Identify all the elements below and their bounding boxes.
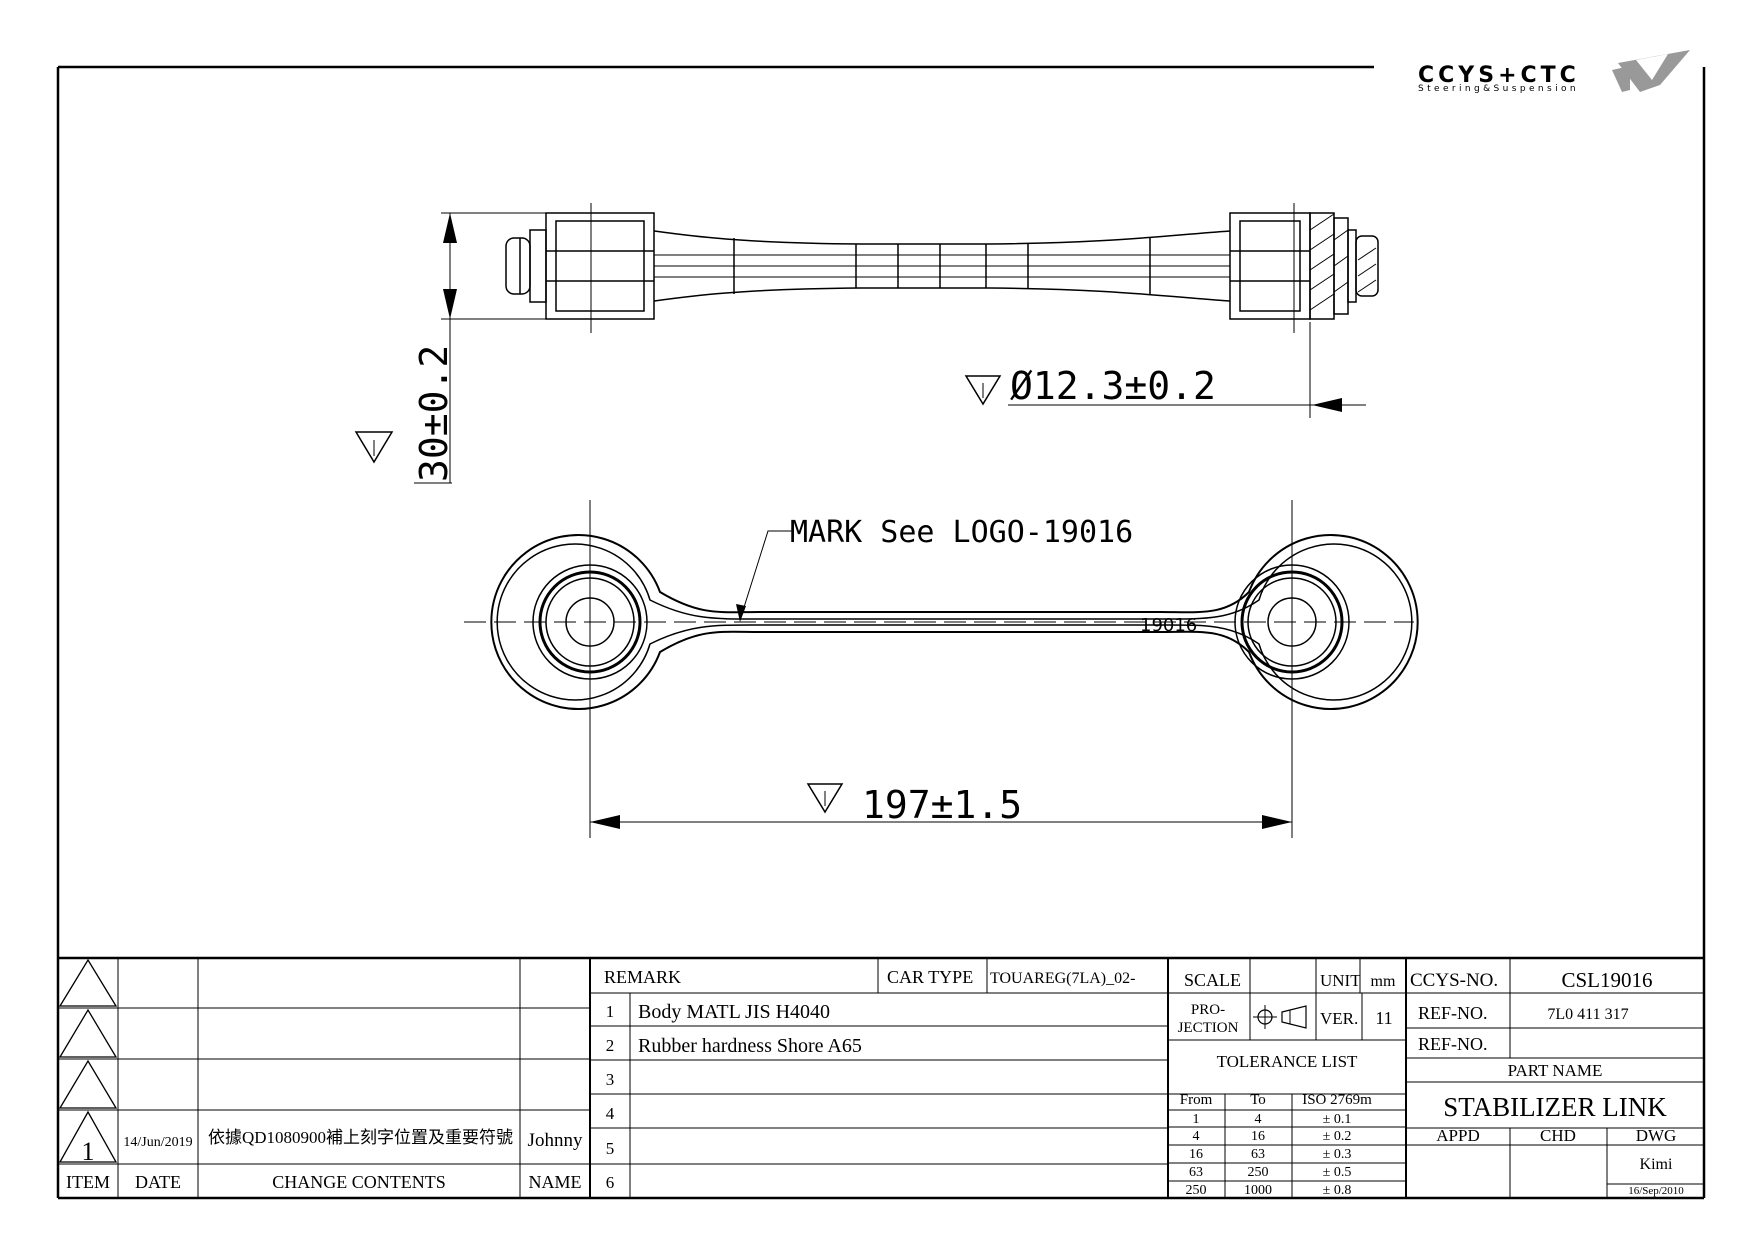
revision-table: 1 14/Jun/2019 依據QD1080900補上刻字位置及重要符號 Joh… bbox=[66, 1128, 583, 1192]
dwg-date: 16/Sep/2010 bbox=[1628, 1185, 1684, 1197]
length-dimension: 197±1.5 bbox=[590, 783, 1292, 829]
sheet-border bbox=[56, 65, 1706, 1200]
svg-text:250: 250 bbox=[1248, 1165, 1269, 1180]
ver-label: VER. bbox=[1320, 1009, 1358, 1028]
svg-text:JECTION: JECTION bbox=[1178, 1020, 1239, 1036]
ver-value: 11 bbox=[1375, 1008, 1392, 1028]
date-header: DATE bbox=[135, 1172, 181, 1192]
scale-label: SCALE bbox=[1184, 970, 1241, 990]
diameter-dimension-label: Ø12.3±0.2 bbox=[1010, 364, 1216, 408]
mark-note: MARK See LOGO-19016 19016 bbox=[736, 515, 1197, 636]
remark-header: REMARK bbox=[604, 967, 681, 987]
ccys-no-label: CCYS-NO. bbox=[1410, 970, 1498, 991]
appd-label: APPD bbox=[1436, 1126, 1479, 1145]
svg-text:1: 1 bbox=[606, 1002, 615, 1021]
plan-view bbox=[464, 500, 1419, 838]
svg-text:5: 5 bbox=[606, 1139, 615, 1158]
svg-text:Steering&Suspension: Steering&Suspension bbox=[1418, 84, 1579, 94]
contents-header: CHANGE CONTENTS bbox=[272, 1172, 446, 1192]
ref-no2-label: REF-NO. bbox=[1418, 1034, 1488, 1054]
company-logo: CCYS+CTC Steering&Suspension bbox=[1418, 50, 1690, 94]
dwg-name: Kimi bbox=[1640, 1156, 1673, 1173]
svg-text:1000: 1000 bbox=[1244, 1183, 1272, 1198]
remark-item-1: Body MATL JIS H4040 bbox=[638, 1001, 830, 1023]
title-block: CCYS-NO. CSL19016 REF-NO. 7L0 411 317 RE… bbox=[1410, 968, 1684, 1197]
diameter-dimension: Ø12.3±0.2 bbox=[964, 322, 1366, 418]
engraving-label: 19016 bbox=[1140, 615, 1197, 636]
height-dimension: 30±0.2 bbox=[354, 212, 548, 484]
car-type-label: CAR TYPE bbox=[887, 967, 973, 987]
svg-text:4: 4 bbox=[1193, 1129, 1200, 1144]
svg-text:3: 3 bbox=[606, 1070, 615, 1089]
part-name-value: STABILIZER LINK bbox=[1443, 1092, 1667, 1122]
remark-table: REMARK CAR TYPE TOUAREG(7LA)_02- 1 Body … bbox=[604, 967, 1135, 1192]
svg-text:± 0.8: ± 0.8 bbox=[1323, 1183, 1352, 1198]
unit-value: mm bbox=[1371, 973, 1396, 990]
svg-text:250: 250 bbox=[1186, 1183, 1207, 1198]
svg-text:2: 2 bbox=[606, 1036, 615, 1055]
height-dimension-label: 30±0.2 bbox=[412, 345, 456, 482]
title-block-frame bbox=[58, 956, 1704, 1198]
chd-label: CHD bbox=[1540, 1126, 1576, 1145]
length-dimension-label: 197±1.5 bbox=[862, 783, 1022, 827]
ref-no-label: REF-NO. bbox=[1418, 1003, 1488, 1023]
projection-symbol-icon bbox=[1253, 1005, 1307, 1029]
ccys-no-value: CSL19016 bbox=[1561, 968, 1652, 992]
dwg-label: DWG bbox=[1636, 1126, 1677, 1145]
ref-no-value: 7L0 411 317 bbox=[1547, 1006, 1628, 1023]
revision-date: 14/Jun/2019 bbox=[123, 1135, 192, 1150]
svg-text:± 0.1: ± 0.1 bbox=[1323, 1112, 1352, 1127]
svg-text:4: 4 bbox=[1255, 1112, 1262, 1127]
remark-item-2: Rubber hardness Shore A65 bbox=[638, 1035, 862, 1057]
svg-text:PRO-: PRO- bbox=[1191, 1002, 1225, 1018]
svg-text:6: 6 bbox=[606, 1173, 615, 1192]
name-header: NAME bbox=[529, 1172, 582, 1192]
mark-note-label: MARK See LOGO-19016 bbox=[790, 515, 1133, 550]
svg-text:± 0.5: ± 0.5 bbox=[1323, 1165, 1352, 1180]
svg-text:16: 16 bbox=[1189, 1147, 1203, 1162]
car-type-value: TOUAREG(7LA)_02- bbox=[990, 970, 1135, 987]
svg-text:4: 4 bbox=[606, 1104, 615, 1123]
top-view bbox=[505, 203, 1379, 333]
tolerance-title: TOLERANCE LIST bbox=[1217, 1052, 1358, 1071]
svg-text:ISO 2769m: ISO 2769m bbox=[1302, 1092, 1372, 1108]
unit-label: UNIT bbox=[1320, 971, 1361, 990]
svg-text:± 0.2: ± 0.2 bbox=[1323, 1129, 1352, 1144]
spec-block: SCALE UNIT mm PRO- JECTION VER. 11 TOLER… bbox=[1178, 970, 1396, 1198]
svg-text:63: 63 bbox=[1251, 1147, 1265, 1162]
svg-text:To: To bbox=[1250, 1092, 1266, 1108]
svg-text:From: From bbox=[1180, 1092, 1213, 1108]
svg-text:16: 16 bbox=[1251, 1129, 1265, 1144]
revision-item: 1 bbox=[82, 1137, 95, 1166]
part-name-label: PART NAME bbox=[1508, 1061, 1603, 1080]
revision-contents: 依據QD1080900補上刻字位置及重要符號 bbox=[208, 1128, 513, 1147]
svg-text:63: 63 bbox=[1189, 1165, 1203, 1180]
svg-text:1: 1 bbox=[1193, 1112, 1200, 1127]
svg-text:CCYS+CTC: CCYS+CTC bbox=[1418, 63, 1580, 88]
svg-text:± 0.3: ± 0.3 bbox=[1323, 1147, 1352, 1162]
revision-name: Johnny bbox=[528, 1130, 583, 1151]
item-header: ITEM bbox=[66, 1172, 110, 1192]
